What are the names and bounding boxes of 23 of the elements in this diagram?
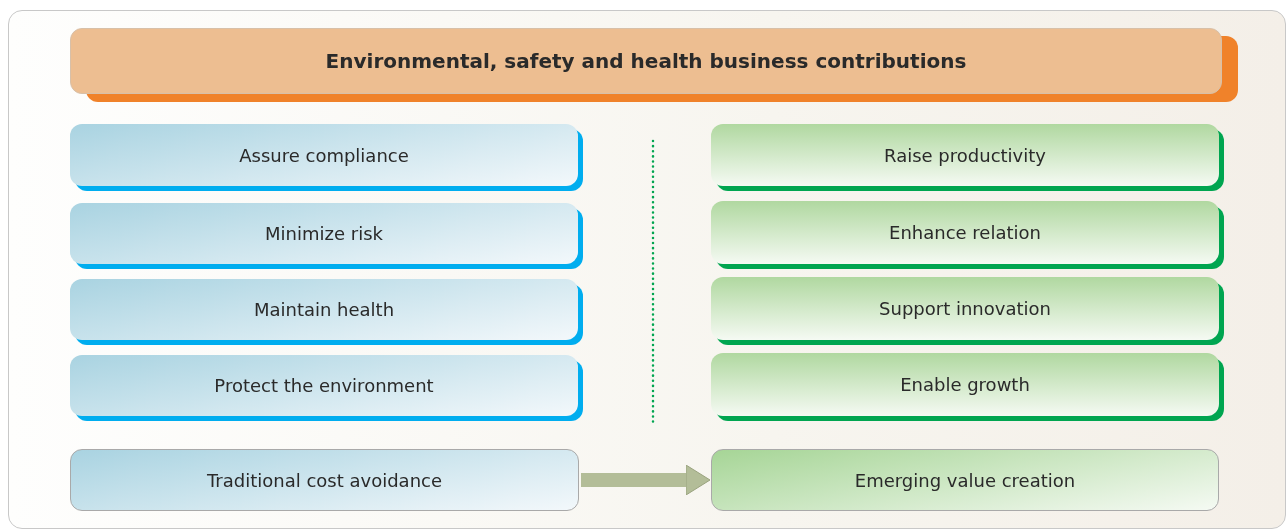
process-box	[711, 201, 1219, 264]
category-box	[70, 449, 579, 511]
box-label: Enhance relation	[889, 222, 1041, 243]
box-label: Minimize risk	[265, 223, 383, 244]
title-banner	[70, 28, 1222, 94]
process-box	[711, 277, 1219, 340]
process-box	[70, 355, 578, 416]
box-label: Protect the environment	[214, 375, 434, 396]
box-label: Traditional cost avoidance	[206, 469, 442, 491]
box-label: Enable growth	[900, 374, 1030, 395]
box-label: Emerging value creation	[854, 469, 1076, 491]
arrow	[581, 464, 711, 496]
process-box	[70, 203, 578, 264]
process-box	[70, 124, 578, 186]
title-text: Environmental, safety and health business contributions	[325, 49, 967, 73]
process-box	[70, 279, 578, 340]
box-label: Maintain health	[253, 299, 395, 320]
process-box	[711, 353, 1219, 416]
box-label: Support innovation	[879, 298, 1051, 319]
box-label: Assure compliance	[239, 144, 409, 166]
category-box	[711, 449, 1219, 511]
process-box	[711, 124, 1219, 186]
box-label: Raise productivity	[884, 144, 1046, 166]
